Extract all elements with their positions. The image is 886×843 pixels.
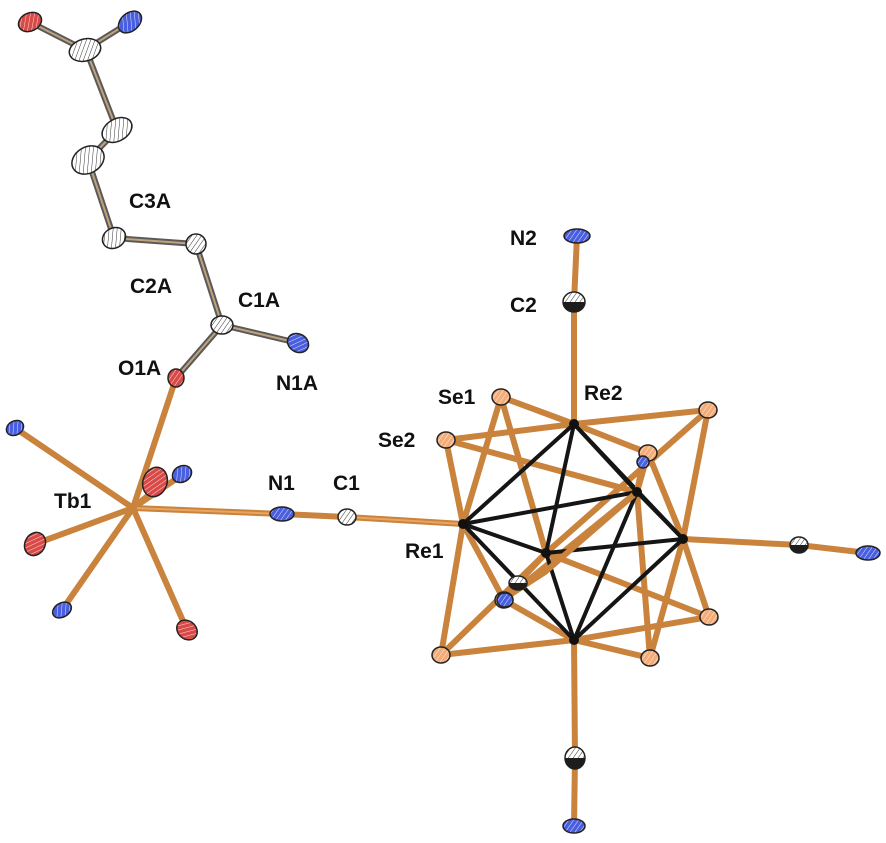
terminal-cyanide-atoms bbox=[496, 228, 881, 834]
carbon-atom-top bbox=[68, 37, 102, 63]
nitrogen-atom-right bbox=[855, 545, 881, 561]
selenium-atom-6 bbox=[699, 608, 719, 626]
carbon-atom-c1a bbox=[210, 315, 234, 335]
carbon-atom-chain-2 bbox=[71, 145, 105, 175]
terbium-coordination-bonds bbox=[12, 375, 466, 633]
label-c1: C1 bbox=[333, 472, 360, 495]
rhenium-atom-back bbox=[632, 487, 642, 497]
label-c1a: C1A bbox=[238, 289, 280, 312]
label-c2: C2 bbox=[510, 294, 537, 317]
oxygen-atom-tb-1 bbox=[141, 466, 169, 498]
label-n2: N2 bbox=[510, 227, 537, 250]
nitrogen-atom-n2 bbox=[563, 228, 591, 244]
nitrogen-atom-n1 bbox=[269, 506, 295, 522]
label-c2a: C2A bbox=[130, 275, 172, 298]
nitrogen-atom-top-back bbox=[636, 455, 650, 469]
oxygen-atom-top bbox=[17, 11, 43, 33]
oxygen-atom-tb-3 bbox=[176, 619, 198, 641]
label-c3a: C3A bbox=[129, 190, 171, 213]
atom-labels: N2 C2 Re2 Se1 Se2 Re1 N1 C1 Tb1 O1A N1A … bbox=[54, 190, 623, 563]
label-o1a: O1A bbox=[118, 357, 161, 380]
rhenium-atom-right bbox=[678, 534, 688, 544]
nitrogen-atom-tb-1 bbox=[5, 419, 25, 437]
label-re1: Re1 bbox=[405, 540, 444, 563]
carbon-atom-c2a bbox=[185, 233, 207, 255]
oxygen-atom-tb-2 bbox=[23, 531, 47, 557]
label-se1: Se1 bbox=[438, 386, 476, 409]
nitrogen-atom-left-back bbox=[496, 592, 514, 608]
rhenium-atoms bbox=[458, 419, 688, 645]
selenium-atom-5 bbox=[431, 646, 451, 664]
label-tb1: Tb1 bbox=[54, 490, 92, 513]
terbium-atom bbox=[129, 504, 137, 512]
rhenium-atom-front bbox=[541, 548, 551, 558]
selenium-atom-se2 bbox=[436, 431, 456, 449]
rhenium-atom-re2 bbox=[569, 419, 579, 429]
bridging-cyanide-atoms bbox=[269, 506, 357, 526]
nitrogen-atom-bottom bbox=[562, 818, 586, 834]
ligand-atoms bbox=[17, 10, 310, 388]
label-n1: N1 bbox=[268, 472, 295, 495]
carbon-atom-c1 bbox=[337, 508, 357, 526]
carbon-atom-c3a bbox=[101, 226, 127, 250]
nitrogen-atom-top bbox=[117, 10, 143, 34]
label-n1a: N1A bbox=[276, 372, 318, 395]
nitrogen-atom-tb-3 bbox=[51, 601, 73, 619]
rhenium-atom-bottom bbox=[569, 635, 579, 645]
label-se2: Se2 bbox=[378, 429, 415, 452]
oxygen-atom-o1a bbox=[167, 368, 185, 388]
label-re2: Re2 bbox=[584, 382, 623, 405]
nitrogen-atom-n1a bbox=[286, 332, 310, 354]
rhenium-atom-re1 bbox=[458, 519, 468, 529]
selenium-atom-2 bbox=[698, 401, 718, 419]
selenium-atom-7 bbox=[640, 649, 660, 667]
carbon-atom-chain-1 bbox=[101, 116, 133, 144]
re-se-bonds bbox=[438, 394, 712, 661]
selenium-atom-se1 bbox=[491, 388, 511, 406]
ligand-chain-bonds bbox=[27, 19, 301, 381]
nitrogen-atom-tb-2 bbox=[171, 464, 193, 484]
terbium-sphere-atoms bbox=[5, 419, 198, 641]
